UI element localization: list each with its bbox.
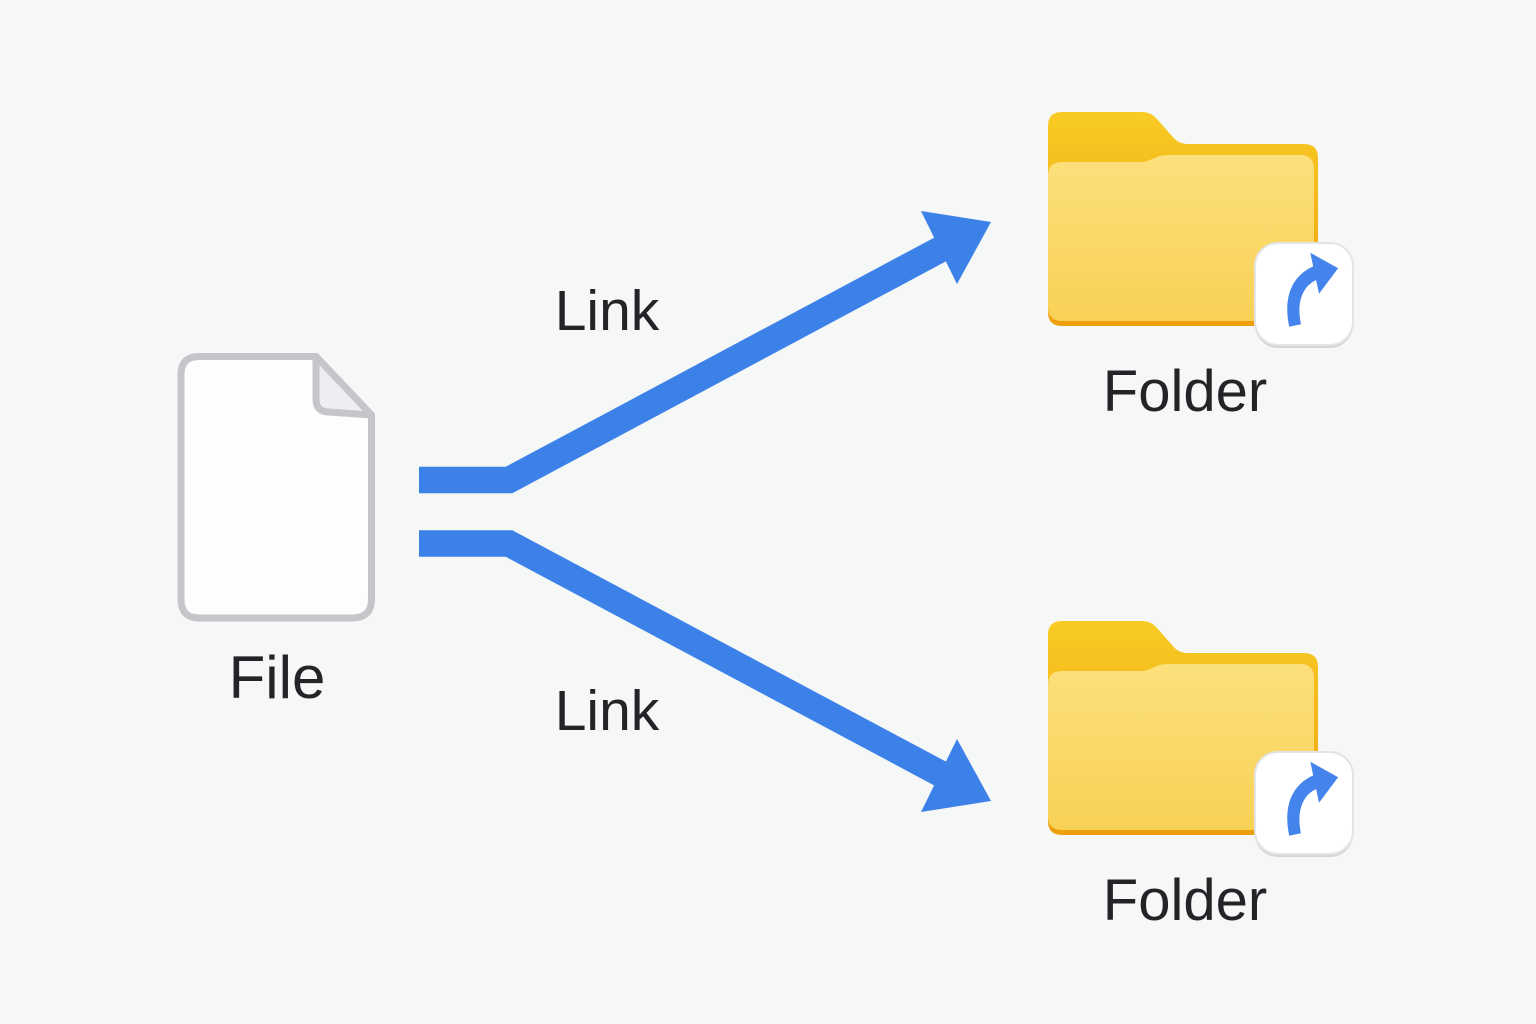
shortcut-arrow-glyph [1287,252,1339,327]
shortcut-arrow-glyph [1287,761,1339,836]
file-icon [177,353,375,622]
link-arrow-bottom-head [921,739,991,812]
folder-front-shape [1048,664,1314,830]
link-arrow-top-shaft [419,237,948,494]
folder-front-shape [1048,155,1314,321]
folder-icon [1048,621,1354,857]
shortcut-badge [1254,751,1354,855]
link-arrow-top-head [921,211,991,284]
shortcut-arrow-icon [1254,751,1354,857]
link-arrow-bottom [419,530,991,812]
link-arrow-bottom-shaft [419,530,948,786]
file-page-shape [177,353,375,622]
shortcut-arrow-icon [1254,242,1354,348]
link-arrow-top [419,211,991,494]
file-label: File [228,644,326,711]
shortcut-badge [1254,242,1354,346]
link-label-bottom: Link [554,679,660,743]
file-fold-corner [312,353,375,419]
folder-icon [1048,112,1354,348]
folder-bottom-label: Folder [1102,868,1268,933]
folder-top-label: Folder [1102,359,1268,424]
link-label-top: Link [554,279,660,343]
